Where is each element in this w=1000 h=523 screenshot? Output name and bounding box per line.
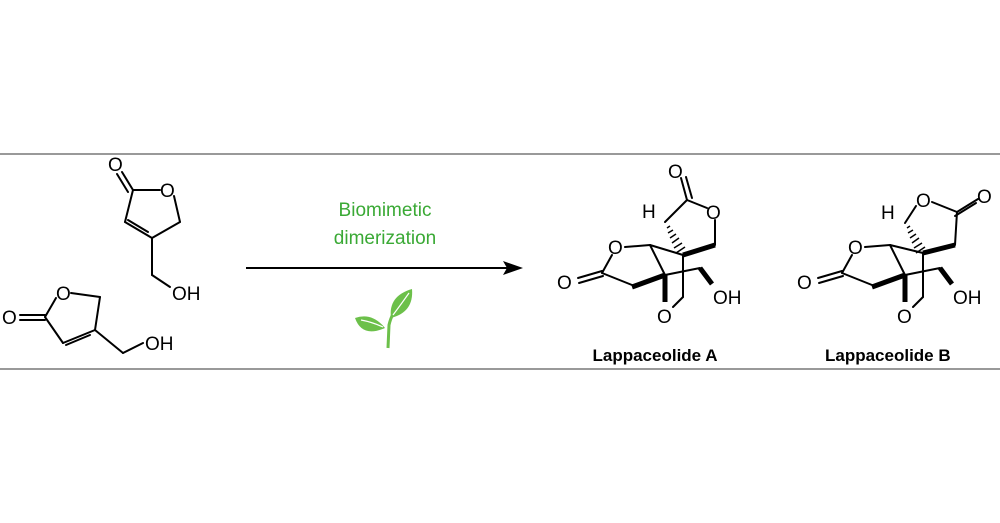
atom-o: O xyxy=(557,273,572,294)
product-b-structure: O O H O O O OH xyxy=(797,187,992,328)
atom-o: O xyxy=(797,273,812,294)
atom-o: O xyxy=(108,155,123,176)
conditions-line-1: Biomimetic xyxy=(339,200,432,221)
atom-oh: OH xyxy=(713,288,742,309)
atom-oh: OH xyxy=(172,284,201,305)
reaction-arrow xyxy=(246,261,523,275)
starting-material-bottom: O O OH xyxy=(2,284,174,355)
atom-oh: OH xyxy=(953,288,982,309)
atom-o: O xyxy=(977,187,992,208)
atom-o: O xyxy=(848,238,863,259)
starting-material-top: O O OH xyxy=(108,155,201,305)
atom-o: O xyxy=(608,238,623,259)
atom-oh: OH xyxy=(145,334,174,355)
atom-o: O xyxy=(657,307,672,328)
product-a-structure: O O H O O O OH xyxy=(557,162,742,328)
sprout-icon xyxy=(355,289,413,349)
atom-o: O xyxy=(668,162,683,183)
atom-o: O xyxy=(706,203,721,224)
atom-o: O xyxy=(2,308,17,329)
atom-o: O xyxy=(160,181,175,202)
atom-o: O xyxy=(897,307,912,328)
atom-h: H xyxy=(881,203,895,224)
product-a-label: Lappaceolide A xyxy=(592,346,717,365)
conditions-line-2: dimerization xyxy=(334,228,436,249)
product-b-label: Lappaceolide B xyxy=(825,346,951,365)
atom-o: O xyxy=(916,191,931,212)
atom-h: H xyxy=(642,202,656,223)
atom-o: O xyxy=(56,284,71,305)
